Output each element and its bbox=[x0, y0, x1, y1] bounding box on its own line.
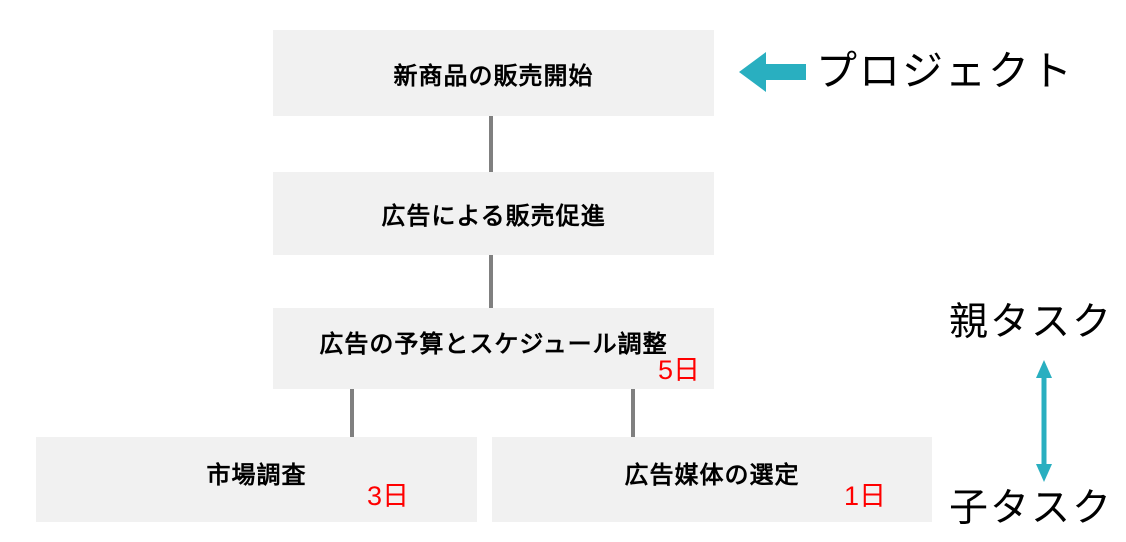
connector-line bbox=[350, 389, 354, 437]
node-ad-budget-schedule: 広告の予算とスケジュール調整 5日 bbox=[273, 308, 714, 389]
node-label: 市場調査 bbox=[206, 462, 307, 489]
up-down-arrow-icon bbox=[1036, 360, 1052, 482]
parent-task-label: 親タスク bbox=[949, 301, 1114, 344]
duration-badge: 1日 bbox=[843, 481, 886, 511]
duration-badge: 5日 bbox=[657, 355, 700, 385]
node-label: 広告媒体の選定 bbox=[624, 462, 800, 489]
child-task-label: 子タスク bbox=[949, 487, 1114, 530]
node-market-research: 市場調査 3日 bbox=[36, 437, 477, 522]
node-label: 広告の予算とスケジュール調整 bbox=[319, 331, 668, 358]
connector-line bbox=[631, 389, 635, 437]
duration-badge: 3日 bbox=[366, 481, 409, 511]
left-arrow-icon bbox=[739, 52, 806, 92]
node-ad-sales-promotion: 広告による販売促進 bbox=[273, 172, 714, 255]
connector-line bbox=[489, 255, 493, 308]
connector-line bbox=[489, 116, 493, 172]
node-label: 広告による販売促進 bbox=[381, 203, 606, 230]
node-ad-media-selection: 広告媒体の選定 1日 bbox=[492, 437, 932, 522]
project-annotation-label: プロジェクト bbox=[816, 48, 1074, 94]
node-new-product-launch: 新商品の販売開始 bbox=[273, 30, 714, 116]
node-label: 新商品の販売開始 bbox=[393, 62, 594, 90]
